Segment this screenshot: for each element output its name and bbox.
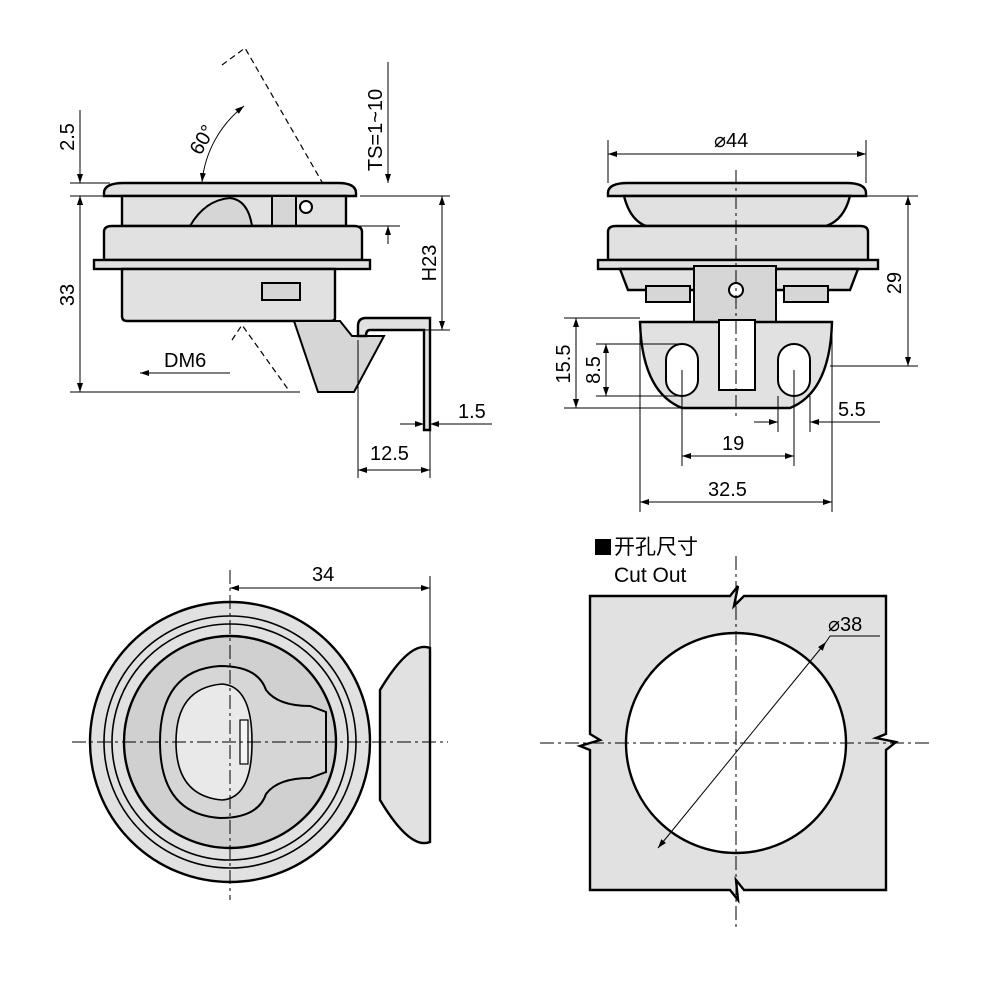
cutout-title-zh: 开孔尺寸 [614,536,698,559]
handle-rotated-phantom [221,47,323,197]
dim-19: 19 [722,433,744,455]
cutout-view: ⌀38 开孔尺寸 Cut Out [540,536,930,930]
front-flange [606,181,868,198]
dim-12-5: 12.5 [370,443,409,465]
top-view: 34 [72,564,448,900]
side-nut-plate [92,258,372,271]
dim-dm6: DM6 [164,350,206,372]
hidden-lines [231,323,291,393]
cutout-title-square-icon [595,539,611,555]
front-view: ⌀44 29 15.5 8.5 19 5.5 32.5 [553,130,918,512]
dim-34: 34 [312,564,334,586]
dim-1-5: 1.5 [458,401,486,423]
dim-29: 29 [884,272,906,294]
side-latch-bracket [271,195,297,227]
front-latch-tongue [718,319,756,391]
dim-dia-38: ⌀38 [828,614,862,636]
side-pivot-pin [299,200,313,214]
front-screw-right [783,285,829,303]
dim-h23: H23 [419,245,441,282]
front-screw-left [645,285,691,303]
dim-angle-60: 60° [186,121,220,158]
front-bezel [622,194,852,228]
dim-dia-44: ⌀44 [714,130,748,152]
top-latch-tab [378,645,432,845]
side-flange [102,181,358,198]
dim-32-5: 32.5 [708,479,747,501]
side-cam [292,320,386,393]
cutout-title-en: Cut Out [614,564,687,587]
dim-15-5: 15.5 [553,345,575,384]
side-lower-body [120,267,337,323]
dim-8-5: 8.5 [583,356,605,384]
dim-2-5: 2.5 [57,123,79,151]
front-housing [606,224,870,262]
dim-5-5: 5.5 [838,399,866,421]
side-screw [261,282,301,301]
dim-33: 33 [57,284,79,306]
side-handle [188,196,254,227]
side-latch-hook [356,316,432,432]
side-housing [102,224,364,262]
side-view: 2.5 33 60° TS=1~10 H23 DM6 12.5 1.5 [57,47,492,478]
dim-ts: TS=1~10 [365,89,387,171]
